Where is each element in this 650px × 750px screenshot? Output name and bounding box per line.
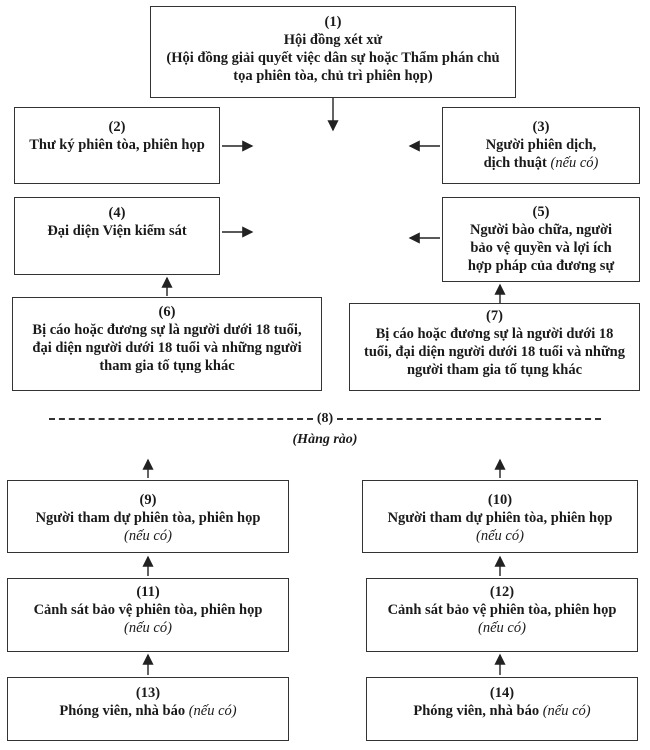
box-7-number: (7) bbox=[486, 308, 503, 324]
box-6-minor-participants-left: (6) Bị cáo hoặc đương sự là người dưới 1… bbox=[12, 297, 322, 391]
box-13-line-1: Phóng viên, nhà báo (nếu có) bbox=[8, 702, 288, 720]
box-5-line-2: bảo vệ quyền và lợi ích bbox=[470, 240, 612, 256]
box-10-attendees-right: (10) Người tham dự phiên tòa, phiên họp … bbox=[362, 480, 638, 553]
fence-label: (Hàng rào) bbox=[292, 432, 358, 447]
box-13-number: (13) bbox=[135, 685, 161, 701]
box-9-attendees-left: (9) Người tham dự phiên tòa, phiên họp (… bbox=[7, 480, 289, 553]
box-14-line-1-text: Phóng viên, nhà báo bbox=[413, 703, 540, 719]
fence-row: (8) bbox=[0, 411, 650, 427]
box-12-police-right: (12) Cảnh sát bảo vệ phiên tòa, phiên họ… bbox=[366, 578, 638, 652]
box-4-number: (4) bbox=[108, 205, 126, 221]
box-10-note: (nếu có) bbox=[476, 528, 524, 544]
box-11-note: (nếu có) bbox=[124, 620, 172, 636]
box-5-defense-counsel: (5) Người bào chữa, người bảo vệ quyền v… bbox=[442, 197, 640, 282]
box-1-number: (1) bbox=[324, 14, 342, 30]
box-10-number: (10) bbox=[487, 492, 513, 508]
box-9-note: (nếu có) bbox=[124, 528, 172, 544]
box-14-journalists-right: (14) Phóng viên, nhà báo (nếu có) bbox=[366, 677, 638, 741]
box-7-line-1: Bị cáo hoặc đương sự là người dưới 18 bbox=[375, 326, 614, 342]
box-12-line-1: Cảnh sát bảo vệ phiên tòa, phiên họp bbox=[387, 602, 617, 618]
box-4-procuracy: (4) Đại diện Viện kiểm sát bbox=[14, 197, 220, 275]
box-3-line-2: dịch thuật (nếu có) bbox=[443, 154, 639, 172]
box-7-line-2: tuổi, đại diện người dưới 18 tuổi và nhữ… bbox=[364, 344, 625, 360]
box-5-number: (5) bbox=[532, 204, 550, 220]
box-3-line-1: Người phiên dịch, bbox=[485, 137, 597, 153]
box-9-line-1: Người tham dự phiên tòa, phiên họp bbox=[35, 510, 261, 526]
box-11-line-1: Cảnh sát bảo vệ phiên tòa, phiên họp bbox=[33, 602, 263, 618]
box-12-number: (12) bbox=[489, 584, 515, 600]
box-1-trial-panel: (1) Hội đồng xét xử (Hội đồng giải quyết… bbox=[150, 6, 516, 98]
box-1-line-3: tọa phiên tòa, chủ trì phiên họp) bbox=[233, 68, 433, 84]
box-1-line-2: (Hội đồng giải quyết việc dân sự hoặc Th… bbox=[166, 50, 500, 66]
box-11-number: (11) bbox=[136, 584, 160, 600]
box-13-line-1-text: Phóng viên, nhà báo bbox=[59, 703, 186, 719]
box-7-minor-participants-right: (7) Bị cáo hoặc đương sự là người dưới 1… bbox=[349, 303, 640, 391]
box-3-line-2-text: dịch thuật bbox=[483, 155, 547, 171]
box-3-number: (3) bbox=[532, 119, 550, 135]
box-6-line-2: đại diện người dưới 18 tuổi và những ngư… bbox=[32, 340, 302, 356]
box-10-line-1: Người tham dự phiên tòa, phiên họp bbox=[387, 510, 613, 526]
box-14-line-1: Phóng viên, nhà báo (nếu có) bbox=[367, 702, 637, 720]
box-2-number: (2) bbox=[108, 119, 126, 135]
box-14-note: (nếu có) bbox=[542, 703, 591, 719]
box-14-number: (14) bbox=[489, 685, 515, 701]
fence-number: (8) bbox=[316, 411, 334, 426]
box-13-note: (nếu có) bbox=[188, 703, 237, 719]
box-5-line-1: Người bào chữa, người bbox=[469, 222, 613, 238]
box-12-note: (nếu có) bbox=[478, 620, 526, 636]
box-6-line-1: Bị cáo hoặc đương sự là người dưới 18 tu… bbox=[32, 322, 302, 338]
box-2-secretary: (2) Thư ký phiên tòa, phiên họp bbox=[14, 107, 220, 184]
box-13-journalists-left: (13) Phóng viên, nhà báo (nếu có) bbox=[7, 677, 289, 741]
box-5-line-3: hợp pháp của đương sự bbox=[467, 258, 615, 274]
box-3-interpreter: (3) Người phiên dịch, dịch thuật (nếu có… bbox=[442, 107, 640, 184]
box-9-number: (9) bbox=[139, 492, 157, 508]
box-2-line-1: Thư ký phiên tòa, phiên họp bbox=[29, 137, 205, 153]
box-7-line-3: người tham gia tố tụng khác bbox=[406, 362, 583, 378]
fence-dashes-right bbox=[336, 417, 601, 420]
box-6-line-3: tham gia tố tụng khác bbox=[99, 358, 235, 374]
box-3-note: (nếu có) bbox=[550, 155, 599, 171]
fence-dashes-left bbox=[49, 417, 314, 420]
box-1-line-1: Hội đồng xét xử bbox=[283, 32, 383, 48]
box-4-line-1: Đại diện Viện kiểm sát bbox=[47, 223, 187, 239]
box-6-number: (6) bbox=[158, 304, 176, 320]
box-11-police-left: (11) Cảnh sát bảo vệ phiên tòa, phiên họ… bbox=[7, 578, 289, 652]
